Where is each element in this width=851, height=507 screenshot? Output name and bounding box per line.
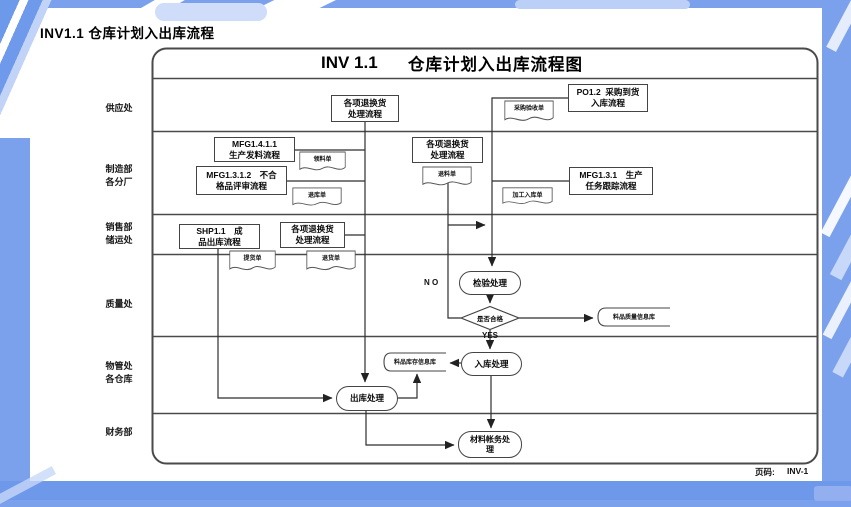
bottom-band (0, 481, 851, 500)
lane-label-finance: 财务部 (105, 427, 133, 437)
no-flag: N O (424, 278, 439, 287)
lane-label-sales: 销售部储运处 (105, 222, 133, 245)
lane-label-warehouse: 物管处各仓库 (105, 361, 133, 384)
node-returns-sales: 各项退换货处理流程 (280, 222, 345, 248)
doc-return-goods-slip: 退货单 (306, 250, 356, 276)
node-po-inbound: PO1.2 采购到货入库流程 (568, 84, 648, 112)
diagram-frame (151, 47, 819, 465)
inventory-store-shape (383, 352, 446, 372)
decision-label: 是否合格 (477, 316, 503, 323)
page-background (30, 8, 822, 481)
node-returns-supply: 各项退换货处理流程 (331, 95, 399, 122)
yes-flag: YES (482, 331, 499, 340)
doc-mfg-inbound-slip: 加工入库单 (502, 187, 553, 209)
page-number-value: INV-1 (787, 466, 809, 476)
node-shp-outbound: SHP1.1 成品出库流程 (179, 224, 260, 249)
document-shape (504, 100, 554, 121)
node-inspect: 检验处理 (459, 271, 521, 295)
lane-label-quality: 质量处 (105, 299, 133, 309)
document-shape (502, 187, 553, 204)
watermark-blob (814, 486, 851, 501)
top-band-blob (155, 3, 267, 21)
node-mfg-reject-review: MFG1.3.1.2 不合格品评审流程 (196, 166, 287, 195)
lane-label-supply: 供应处 (105, 103, 133, 113)
doc-return-material: 退料单 (422, 166, 472, 191)
node-mfg-track: MFG1.3.1 生产任务跟踪流程 (569, 167, 653, 195)
doc-return-to-store: 退库单 (292, 187, 342, 211)
document-shape (292, 187, 342, 206)
document-shape (306, 250, 356, 271)
diagram-title-code: INV 1.1 (321, 53, 378, 72)
diagram-title: 仓库计划入出库流程图 (408, 56, 583, 74)
document-shape (299, 151, 346, 171)
page-title: INV1.1 仓库计划入出库流程 (40, 26, 215, 41)
inventory-store-label: 料品库存信息库 (393, 360, 436, 366)
node-material-accounting: 材料帐务处理 (458, 431, 522, 458)
page-number-label: 页码: (755, 467, 775, 477)
node-outbound-process: 出库处理 (336, 386, 398, 411)
quality-store-label: 料品质量信息库 (612, 315, 655, 321)
quality-store-shape (597, 307, 670, 327)
decision-diamond (459, 305, 521, 331)
node-returns-mfg: 各项退换货处理流程 (412, 137, 483, 163)
connectors (217, 97, 594, 450)
lane-label-manufacturing: 制造部各分厂 (105, 164, 133, 187)
node-inbound-process: 入库处理 (461, 352, 522, 376)
doc-delivery-slip: 提货单 (229, 250, 276, 276)
doc-purchase-receipt: 采购验收单 (504, 100, 554, 127)
document-shape (229, 250, 276, 271)
doc-pick-list: 领料单 (299, 151, 346, 176)
top-band-blob (515, 0, 690, 9)
